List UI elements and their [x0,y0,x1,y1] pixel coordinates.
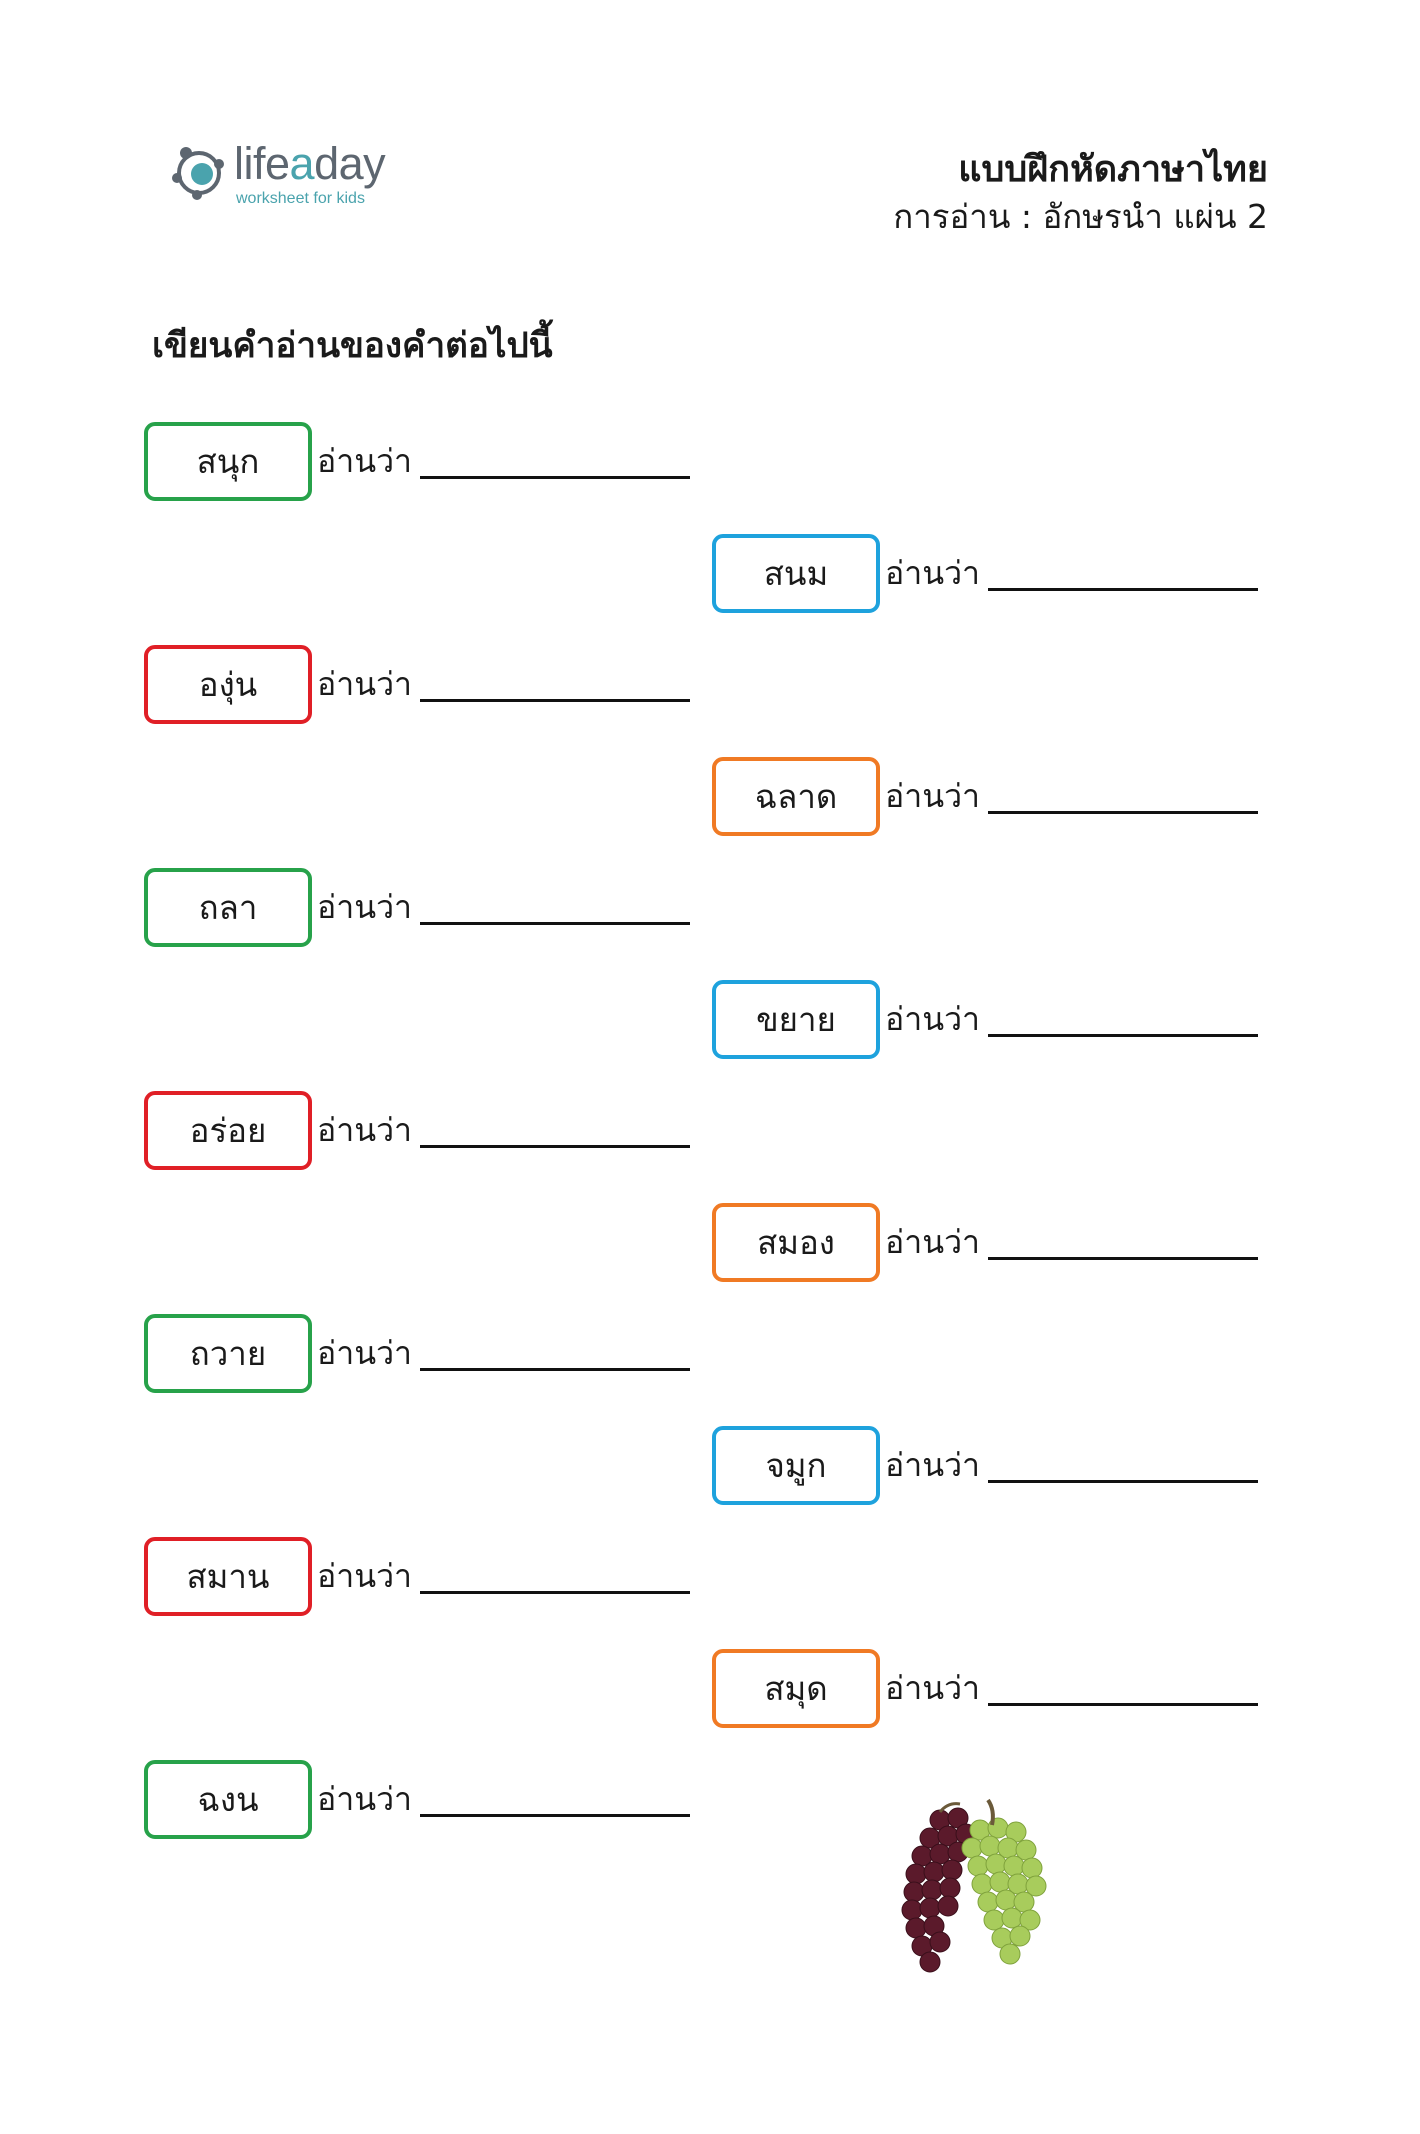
answer-line[interactable] [988,1703,1258,1706]
exercise-item: ฉงนอ่านว่า [144,1760,704,1840]
answer-line[interactable] [420,1814,690,1817]
worksheet-title: แบบฝึกหัดภาษาไทย [958,149,1268,190]
exercise-item: จมูกอ่านว่า [712,1426,1272,1506]
logo-name-right: day [314,138,386,189]
word-box: ฉลาด [712,757,880,836]
answer-line[interactable] [420,922,690,925]
word-box: ถลา [144,868,312,947]
read-as-label: อ่านว่า [885,1223,980,1261]
molecule-icon [172,147,224,200]
answer-line[interactable] [988,1257,1258,1260]
word-box: สมาน [144,1537,312,1616]
word-box: สนุก [144,422,312,501]
logo-name-left: life [234,138,290,189]
answer-line[interactable] [420,699,690,702]
word-box: สมุด [712,1649,880,1728]
answer-line[interactable] [988,811,1258,814]
exercise-item: สนมอ่านว่า [712,534,1272,614]
exercise-item: สนุกอ่านว่า [144,422,704,502]
read-as-label: อ่านว่า [885,1446,980,1484]
read-as-label: อ่านว่า [885,1000,980,1038]
word-box: ถวาย [144,1314,312,1393]
read-as-label: อ่านว่า [317,1334,412,1372]
answer-line[interactable] [420,1145,690,1148]
read-as-label: อ่านว่า [317,1111,412,1149]
answer-line[interactable] [420,1368,690,1371]
read-as-label: อ่านว่า [885,1669,980,1707]
answer-line[interactable] [420,1591,690,1594]
exercise-item: องุ่นอ่านว่า [144,645,704,725]
logo-tagline: worksheet for kids [236,190,365,207]
answer-line[interactable] [988,1034,1258,1037]
word-box: จมูก [712,1426,880,1505]
word-box: สนม [712,534,880,613]
exercise-item: ฉลาดอ่านว่า [712,757,1272,837]
read-as-label: อ่านว่า [317,888,412,926]
word-box: อร่อย [144,1091,312,1170]
read-as-label: อ่านว่า [317,665,412,703]
grapes-icon [901,1798,1047,1973]
exercise-item: สมุดอ่านว่า [712,1649,1272,1729]
read-as-label: อ่านว่า [885,777,980,815]
read-as-label: อ่านว่า [317,1557,412,1595]
exercise-item: ถวายอ่านว่า [144,1314,704,1394]
exercise-item: ขยายอ่านว่า [712,980,1272,1060]
word-box: องุ่น [144,645,312,724]
instruction-text: เขียนคำอ่านของคำต่อไปนี้ [152,326,553,366]
read-as-label: อ่านว่า [317,1780,412,1818]
word-box: ฉงน [144,1760,312,1839]
word-box: ขยาย [712,980,880,1059]
exercise-item: สมานอ่านว่า [144,1537,704,1617]
worksheet-subtitle: การอ่าน : อักษรนำ แผ่น 2 [893,197,1268,236]
answer-line[interactable] [420,476,690,479]
word-box: สมอง [712,1203,880,1282]
exercise-item: สมองอ่านว่า [712,1203,1272,1283]
exercise-item: ถลาอ่านว่า [144,868,704,948]
logo: lifeaday worksheet for kids [168,138,428,218]
read-as-label: อ่านว่า [885,554,980,592]
logo-name-accent: a [289,138,315,189]
answer-line[interactable] [988,1480,1258,1483]
read-as-label: อ่านว่า [317,442,412,480]
answer-line[interactable] [988,588,1258,591]
exercise-item: อร่อยอ่านว่า [144,1091,704,1171]
logo-wordmark: lifeaday [234,138,386,190]
